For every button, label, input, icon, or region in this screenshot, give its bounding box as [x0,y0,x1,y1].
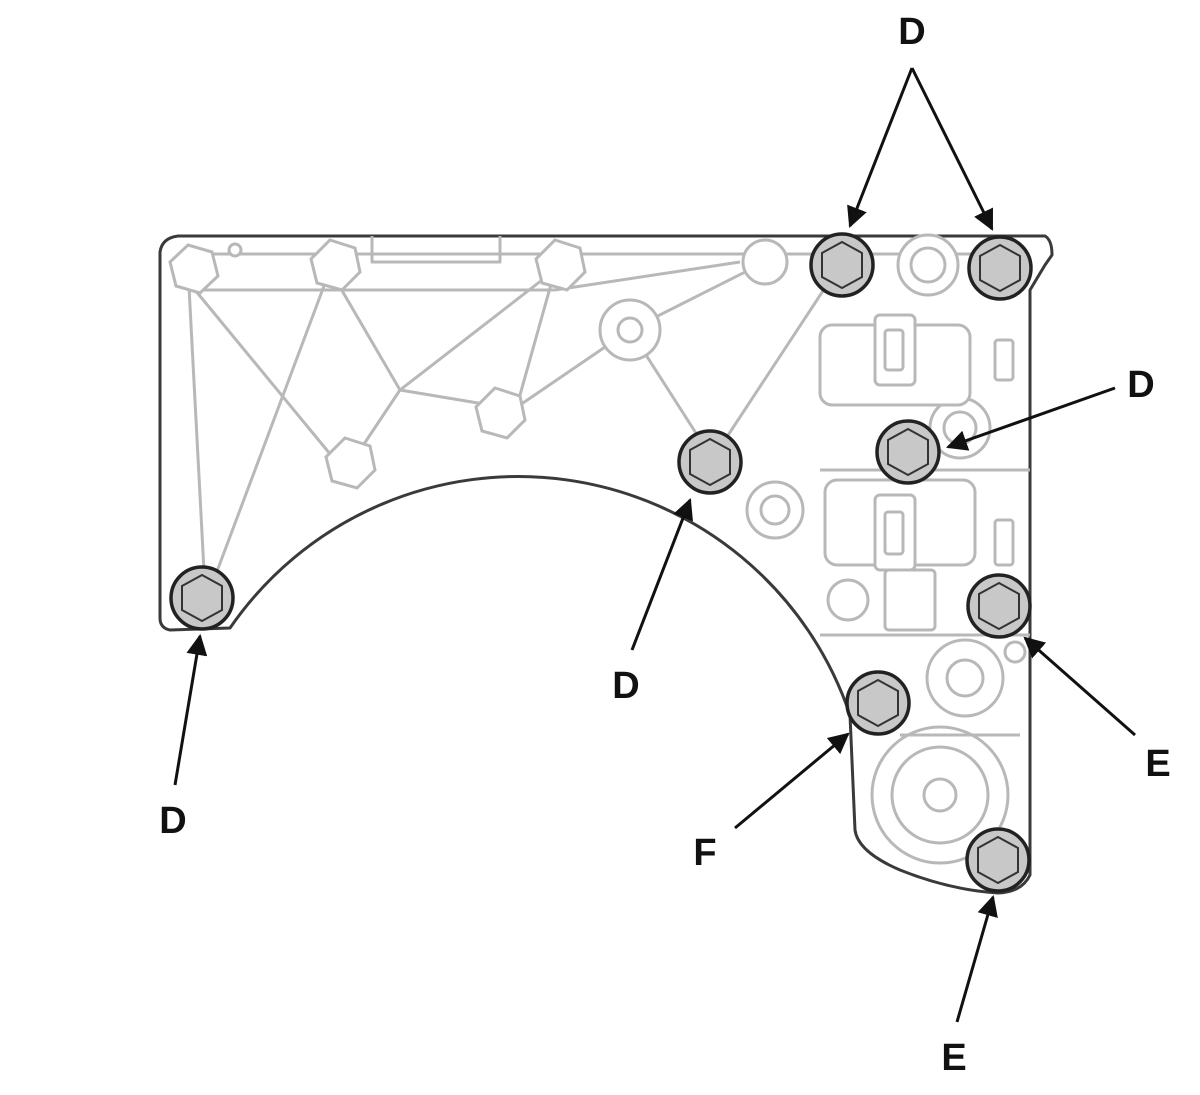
bolt-e-right [966,573,1032,639]
label-e-bottom: E [941,1037,966,1079]
label-e-right: E [1145,743,1170,785]
arrow-e-bottom [955,894,998,1023]
bolt-f [845,670,911,736]
arrow-d-left [173,633,208,786]
arrow-d-center [630,498,693,651]
label-f: F [693,832,716,874]
label-d-right: D [1127,364,1154,406]
bolt-d-right [875,419,941,485]
valve-body-details [818,313,1030,737]
highlighted-bolts [169,232,1033,893]
bolt-d-top-right [967,235,1033,301]
bolt-d-center [677,429,743,495]
top-band [370,236,502,264]
leader-arrows [173,67,1136,1023]
bolt-d-left [169,565,235,631]
arrow-d-right [946,386,1116,451]
round-bosses [598,233,1027,865]
label-d-top: D [898,11,925,53]
arrow-f [734,732,850,830]
label-d-center: D [612,665,639,707]
arrow-e-right [1023,636,1136,737]
arrow-d-top-right [910,67,994,231]
label-d-left: D [159,800,186,842]
bolt-e-bottom [965,827,1031,893]
callout-labels: D D D D E F E [159,11,1170,1079]
arrow-d-top-left [847,67,914,228]
bolt-d-top-left [809,232,875,298]
hex-bosses [168,238,587,490]
